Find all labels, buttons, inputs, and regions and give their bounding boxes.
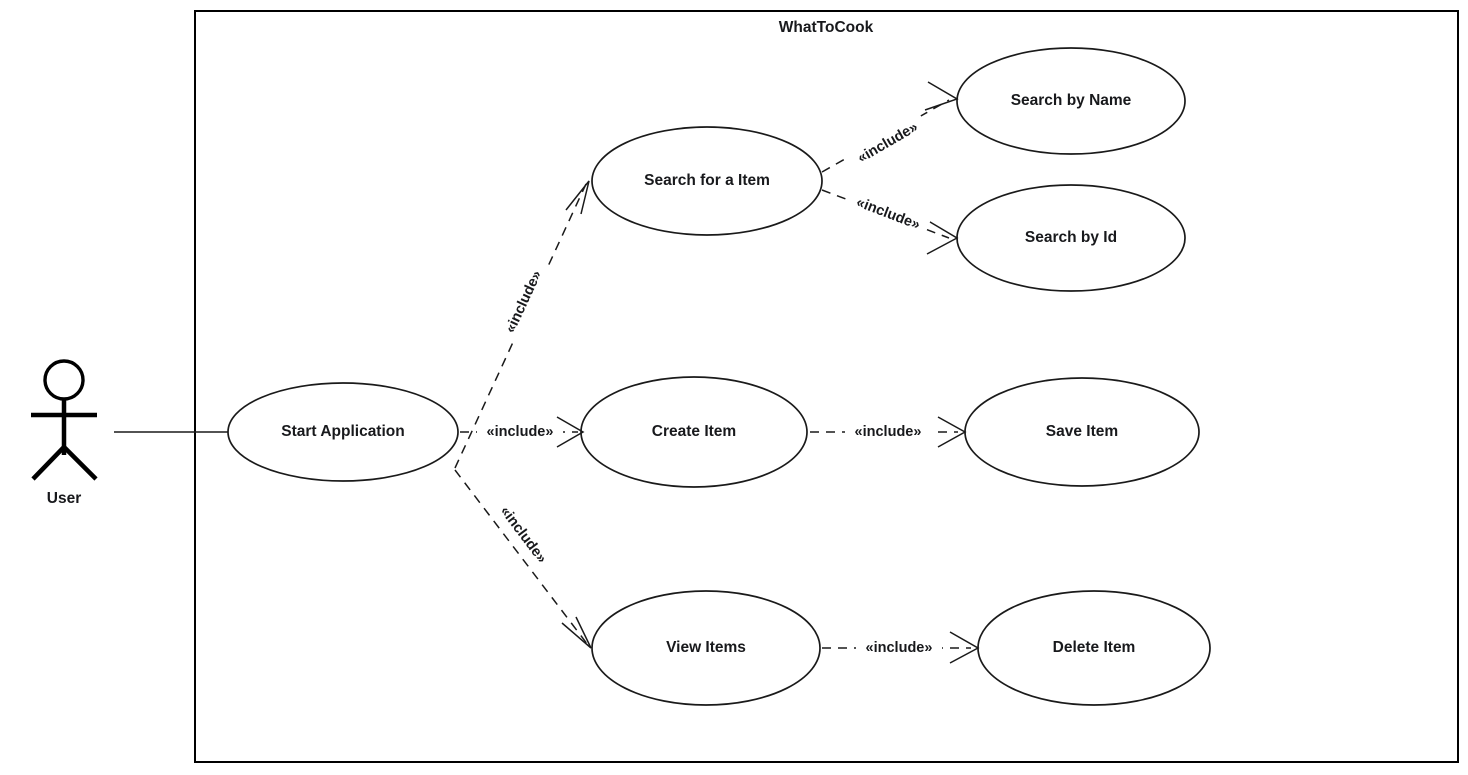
include-label-backdrop [845,189,931,239]
include-label-backdrop [856,638,942,658]
use-case-ellipse [580,376,808,488]
use-case-delete-item[interactable]: Delete Item [977,590,1211,706]
use-case-view-items[interactable]: View Items [591,590,821,706]
actor-label: User [47,490,81,507]
include-dependency-line [454,183,587,469]
use-case-search-for-a-item[interactable]: Search for a Item [591,126,823,236]
use-case-label: Create Item [652,423,736,440]
arrow-head-icon [556,416,585,448]
actor-leg-right-icon [62,445,98,481]
use-case-create-item[interactable]: Create Item [580,376,808,488]
include-label: «include» [866,640,933,656]
use-case-start-application[interactable]: Start Application [227,382,459,482]
use-case-label: Save Item [1046,423,1118,440]
use-case-label: Search by Id [1025,229,1117,246]
include-dependency-line [454,469,589,646]
arrow-head-icon [924,81,959,111]
use-case-save-item[interactable]: Save Item [964,377,1200,487]
include-create-item-to-save-item[interactable]: «include» [810,416,967,448]
actor-leg-left-icon [31,445,66,481]
use-case-search-by-name[interactable]: Search by Name [956,47,1186,155]
use-case-label: View Items [666,639,746,656]
arrow-head-icon [924,218,959,255]
arrow-head-icon [949,631,980,664]
include-label: «include» [855,424,922,440]
include-view-items-to-delete-item[interactable]: «include» [822,631,980,664]
use-case-ellipse [956,47,1186,155]
include-start-application-to-create-item[interactable]: «include» [460,416,585,448]
use-case-ellipse [591,126,823,236]
use-case-label: Start Application [281,423,404,440]
system-title: WhatToCook [779,19,874,36]
include-label-backdrop [477,422,563,442]
use-case-ellipse [591,590,821,706]
use-case-search-by-id[interactable]: Search by Id [956,184,1186,292]
include-label-backdrop [489,495,557,575]
system-boundary-box [194,10,1459,763]
include-label: «include» [487,424,554,440]
use-case-label: Search for a Item [644,172,770,189]
actor-head-icon [43,359,85,401]
use-case-ellipse [227,382,459,482]
include-label-backdrop [846,113,930,173]
include-label-backdrop [845,422,931,442]
arrow-head-icon [565,180,590,215]
arrow-head-icon [561,616,592,649]
actor-user[interactable]: User [31,359,98,507]
use-case-label: Delete Item [1053,639,1136,656]
use-case-label: Search by Name [1011,92,1132,109]
arrow-head-icon [937,416,967,448]
include-label-backdrop [497,259,551,345]
